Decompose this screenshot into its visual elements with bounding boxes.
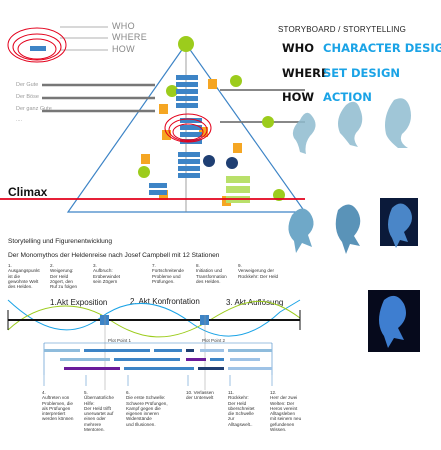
left-list-item: .... (16, 117, 23, 123)
who-label: WHO (112, 21, 135, 31)
station-text: 1. Ausgangspunkt ist die gewohnte Welt d… (8, 263, 40, 290)
act-label: 3. Akt Auflösung (226, 298, 284, 307)
station-text: 4. Auftreten von Problemen, die als Prüf… (42, 390, 74, 422)
station-text: 10. Verlassen der Unterwelt (186, 390, 214, 401)
station-text: 5. Übernatürliche Hilfe: Der Held trifft… (84, 390, 114, 433)
plot-point-label: Plot Point 2 (202, 338, 226, 343)
station-text: 6. Die erste Schwelle: Schwere Prüfungen… (126, 390, 168, 427)
section-title: Storytelling und Figurenentwicklung (8, 238, 113, 245)
plot-point-label: Plot Point 1 (108, 338, 132, 343)
station-text: 12. Herr der zwei Welten: Der Heros vere… (270, 390, 302, 433)
storyboard-row-label: WHERE (282, 66, 329, 80)
storyboard-title: STORYBOARD / STORYTELLING (278, 25, 406, 34)
station-text: 9. Verweigerung der Rückkehr: Der Held (238, 263, 279, 279)
station-text: 11. Rückkehr: Der Held überschreitet die… (228, 390, 255, 427)
station-text: 7. Fortschreitende Probleme und Prüfunge… (152, 263, 184, 284)
act-label: 2. Akt Konfrontation (130, 297, 200, 306)
act-label: 1.Akt Exposition (50, 298, 108, 307)
storyboard-row-value: ACTION (323, 90, 372, 104)
climax-label: Climax (8, 185, 48, 199)
station-text: 8. Initiation und Transformation des Hel… (196, 263, 227, 284)
left-list-item: Der Böse (16, 94, 39, 100)
storyboard-row-value: SET DESIGN (323, 66, 401, 80)
section-subtitle: Der Monomythos der Heldenreise nach Jose… (8, 252, 220, 259)
storyboard-row-label: HOW (282, 90, 315, 104)
storyboard-row-value: CHARACTER DESIGN (323, 41, 441, 55)
where-label: WHERE (112, 32, 147, 42)
storyboard-row-label: WHO (282, 41, 315, 55)
station-text: 3. Aufbruch: Erüberwindet sein Zögern (93, 263, 121, 284)
how-label: HOW (112, 44, 135, 54)
left-list-item: Der Gute (16, 82, 39, 88)
station-text: 2. Weigerung: Der Held zögert, den Ruf z… (50, 263, 78, 290)
left-list-item: Der ganz Gute (16, 106, 52, 112)
